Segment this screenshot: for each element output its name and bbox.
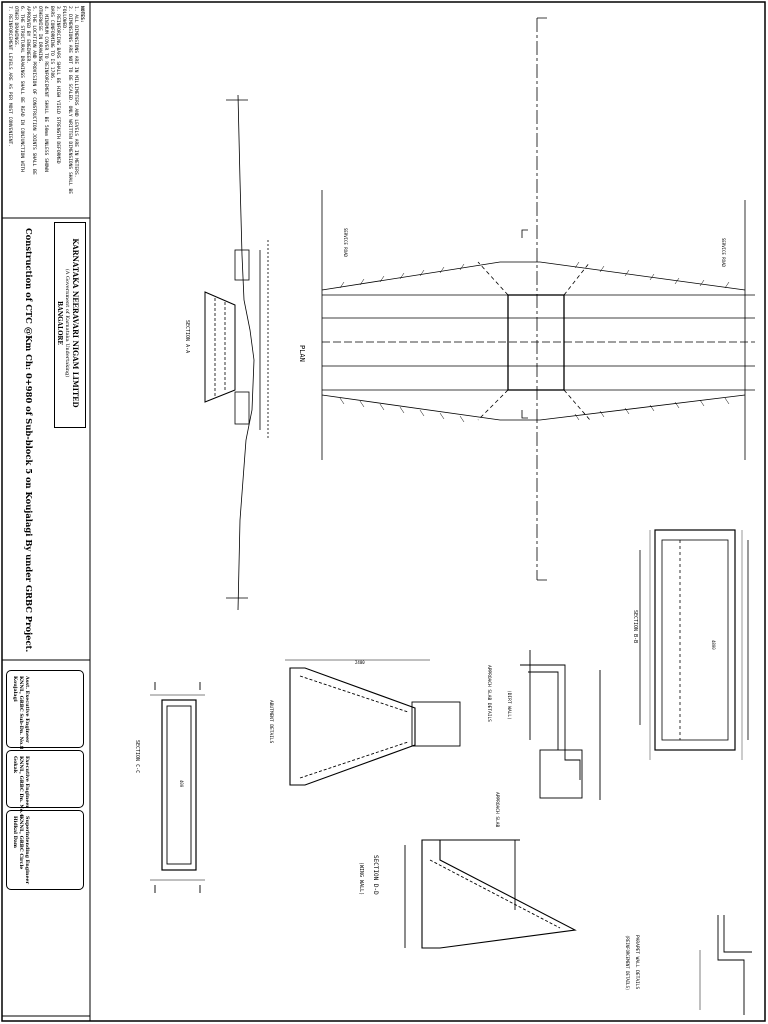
- section-cc-dim: 400: [179, 780, 184, 788]
- section-bb-label: SECTION B-B: [632, 610, 638, 643]
- note-item: 6. THE STRUCTURAL DRAWINGS SHALL BE READ…: [19, 6, 24, 172]
- title-block: KARNATAKA NEERAVARI NIGAM LIMITED (A Gov…: [55, 228, 80, 418]
- signature-1-title: Asst. Executive Engineer: [24, 676, 30, 743]
- signature-box-3: [6, 810, 84, 890]
- notes-block: NOTES: 1. ALL DIMENSIONS ARE IN MILLIMET…: [6, 6, 84, 194]
- parapet-label: PARAPET WALL DETAILS: [634, 935, 640, 989]
- note-item: 3. REINFORCING BARS SHALL BE HIGH YIELD …: [55, 6, 60, 164]
- section-bb-drawing: [639, 529, 749, 760]
- note-item: 1. ALL DIMENSIONS ARE IN MILLIMETERS AND…: [73, 6, 78, 178]
- approach-label: APPROACH SLAB DETAILS: [486, 665, 492, 722]
- org-name: KARNATAKA NEERAVARI NIGAM LIMITED: [71, 238, 80, 408]
- org-box: [54, 222, 86, 428]
- note-item: 5. THE LOCATION AND PROVISION OF CONSTRU…: [31, 6, 36, 175]
- section-dd-sub: (WING WALL): [358, 862, 364, 895]
- signature-1: Asst. Executive Engineer KNNL, GRBC Sub-…: [12, 676, 30, 749]
- section-aa-drawing: [204, 94, 269, 611]
- signature-3-title: Superintending Engineer: [24, 816, 30, 885]
- plan-label: PLAN: [298, 345, 306, 362]
- plan-left-label: SERVICE ROAD: [343, 228, 348, 257]
- plan-view: [321, 17, 755, 581]
- note-item: 2. DIMENSIONS ARE NOT TO BE SCALED. ONLY…: [67, 6, 72, 195]
- approach-slab-tag: APPROACH SLAB: [494, 792, 500, 828]
- signature-box-1: [6, 670, 84, 748]
- org-subtitle: (A Government of Karnataka Undertaking): [64, 268, 70, 378]
- abutment-drawing: [285, 659, 461, 786]
- abutment-label: ABUTMENT DETAILS: [268, 700, 274, 744]
- signature-3: Superintending Engineer KNNL, GRBC Circl…: [12, 816, 30, 884]
- section-bb-dim: 4800: [711, 640, 716, 650]
- section-cc-label: SECTION C-C: [134, 740, 140, 773]
- project-title: Construction of CTC @Km Ch: 0+980 of Sub…: [24, 228, 34, 653]
- approach-sub: (DIRT WALL): [506, 690, 512, 720]
- approach-slab-drawing: [520, 650, 601, 800]
- notes-heading: NOTES:: [79, 6, 84, 23]
- signature-2-office: KNNL, GRBC Dn. No.4: [18, 756, 24, 817]
- parapet-drawing: [699, 915, 752, 1015]
- section-cc-drawing: [150, 682, 205, 893]
- abutment-dim: 2400: [355, 660, 365, 665]
- section-aa-label: SECTION A-A: [184, 320, 190, 353]
- section-dd-drawing: [404, 839, 577, 949]
- section-dd-label: SECTION D-D: [372, 855, 379, 895]
- note-item: 7. REINFORCEMENT LEVELS ARE AS PER MOST …: [7, 6, 12, 148]
- signature-2-title: Executive Engineer: [24, 756, 30, 808]
- note-item: 4. MINIMUM COVER TO REINFORCEMENT SHALL …: [43, 6, 48, 172]
- signature-1-office: KNNL, GRBC Sub-Dn. No.8: [18, 676, 24, 750]
- notes-list: 1. ALL DIMENSIONS ARE IN MILLIMETERS AND…: [6, 6, 78, 194]
- signature-2: Executive Engineer KNNL, GRBC Dn. No.4 G…: [12, 756, 30, 817]
- plan-right-label: SERVICE ROAD: [721, 238, 726, 267]
- org-city: BANGALORE: [56, 301, 63, 345]
- parapet-sub: (REINFORCEMENT DETAILS): [625, 935, 630, 990]
- signature-box-2: [6, 750, 84, 808]
